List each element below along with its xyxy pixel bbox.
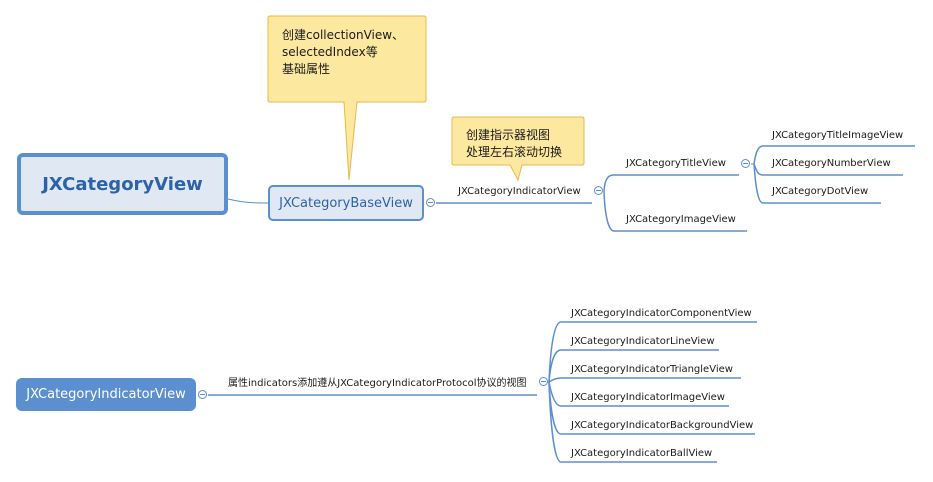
- indicator-root-node[interactable]: JXCategoryIndicatorView: [16, 378, 196, 411]
- base-view-node-label: JXCategoryBaseView: [279, 195, 413, 211]
- indicator-component-node[interactable]: JXCategoryIndicatorBallView: [571, 448, 713, 459]
- indicator-protocol-edge-label[interactable]: 属性indicators添加遵从JXCategoryIndicatorProto…: [228, 378, 527, 389]
- title-view-node[interactable]: JXCategoryTitleView: [626, 158, 726, 169]
- callout-base-line-1: 创建collectionView、: [282, 28, 405, 42]
- callout-indicator-line-1: 创建指示器视图: [466, 128, 551, 142]
- callout-base-line-2: selectedIndex等: [282, 45, 378, 59]
- collapse-toggle-icon[interactable]: [198, 390, 207, 399]
- indicator-component-node[interactable]: JXCategoryIndicatorBackgroundView: [571, 420, 754, 431]
- indicator-root-node-label: JXCategoryIndicatorView: [26, 387, 186, 402]
- link-root-base: [227, 198, 269, 204]
- callout-bubble-base: [267, 15, 427, 181]
- title-child-node[interactable]: JXCategoryDotView: [772, 186, 869, 197]
- link-comp-1: [548, 349, 719, 383]
- root-node-label: JXCategoryView: [42, 173, 203, 195]
- link-title-dot: [753, 163, 881, 204]
- indicator-component-node[interactable]: JXCategoryIndicatorTriangleView: [571, 364, 733, 375]
- indicator-branch-node[interactable]: JXCategoryIndicatorView: [458, 186, 581, 197]
- callout-base-text: 创建collectionView、 selectedIndex等 基础属性: [282, 27, 404, 78]
- link-title-titleimage: [753, 145, 915, 165]
- collapse-toggle-icon[interactable]: [594, 186, 603, 195]
- collapse-toggle-icon[interactable]: [539, 377, 548, 386]
- indicator-component-node[interactable]: JXCategoryIndicatorComponentView: [571, 308, 752, 319]
- link-comp-5: [548, 381, 717, 463]
- callout-indicator-text: 创建指示器视图 处理左右滚动切换: [466, 127, 562, 161]
- indicator-component-node[interactable]: JXCategoryIndicatorImageView: [571, 392, 725, 403]
- root-node[interactable]: JXCategoryView: [17, 153, 228, 215]
- callout-indicator-line-2: 处理左右滚动切换: [466, 145, 563, 159]
- link-indicator-title: [603, 174, 739, 192]
- link-indicator-image: [603, 190, 747, 232]
- title-child-node[interactable]: JXCategoryTitleImageView: [772, 130, 904, 141]
- base-view-node[interactable]: JXCategoryBaseView: [268, 185, 424, 221]
- indicator-component-node[interactable]: JXCategoryIndicatorLineView: [571, 336, 715, 347]
- link-comp-0: [548, 321, 757, 383]
- image-view-node[interactable]: JXCategoryImageView: [626, 214, 736, 225]
- callout-bubble-indicator: [451, 116, 585, 182]
- title-child-node[interactable]: JXCategoryNumberView: [772, 158, 891, 169]
- collapse-toggle-icon[interactable]: [426, 198, 435, 207]
- callout-base-line-3: 基础属性: [282, 62, 331, 76]
- collapse-toggle-icon[interactable]: [741, 159, 750, 168]
- link-comp-2: [548, 377, 741, 383]
